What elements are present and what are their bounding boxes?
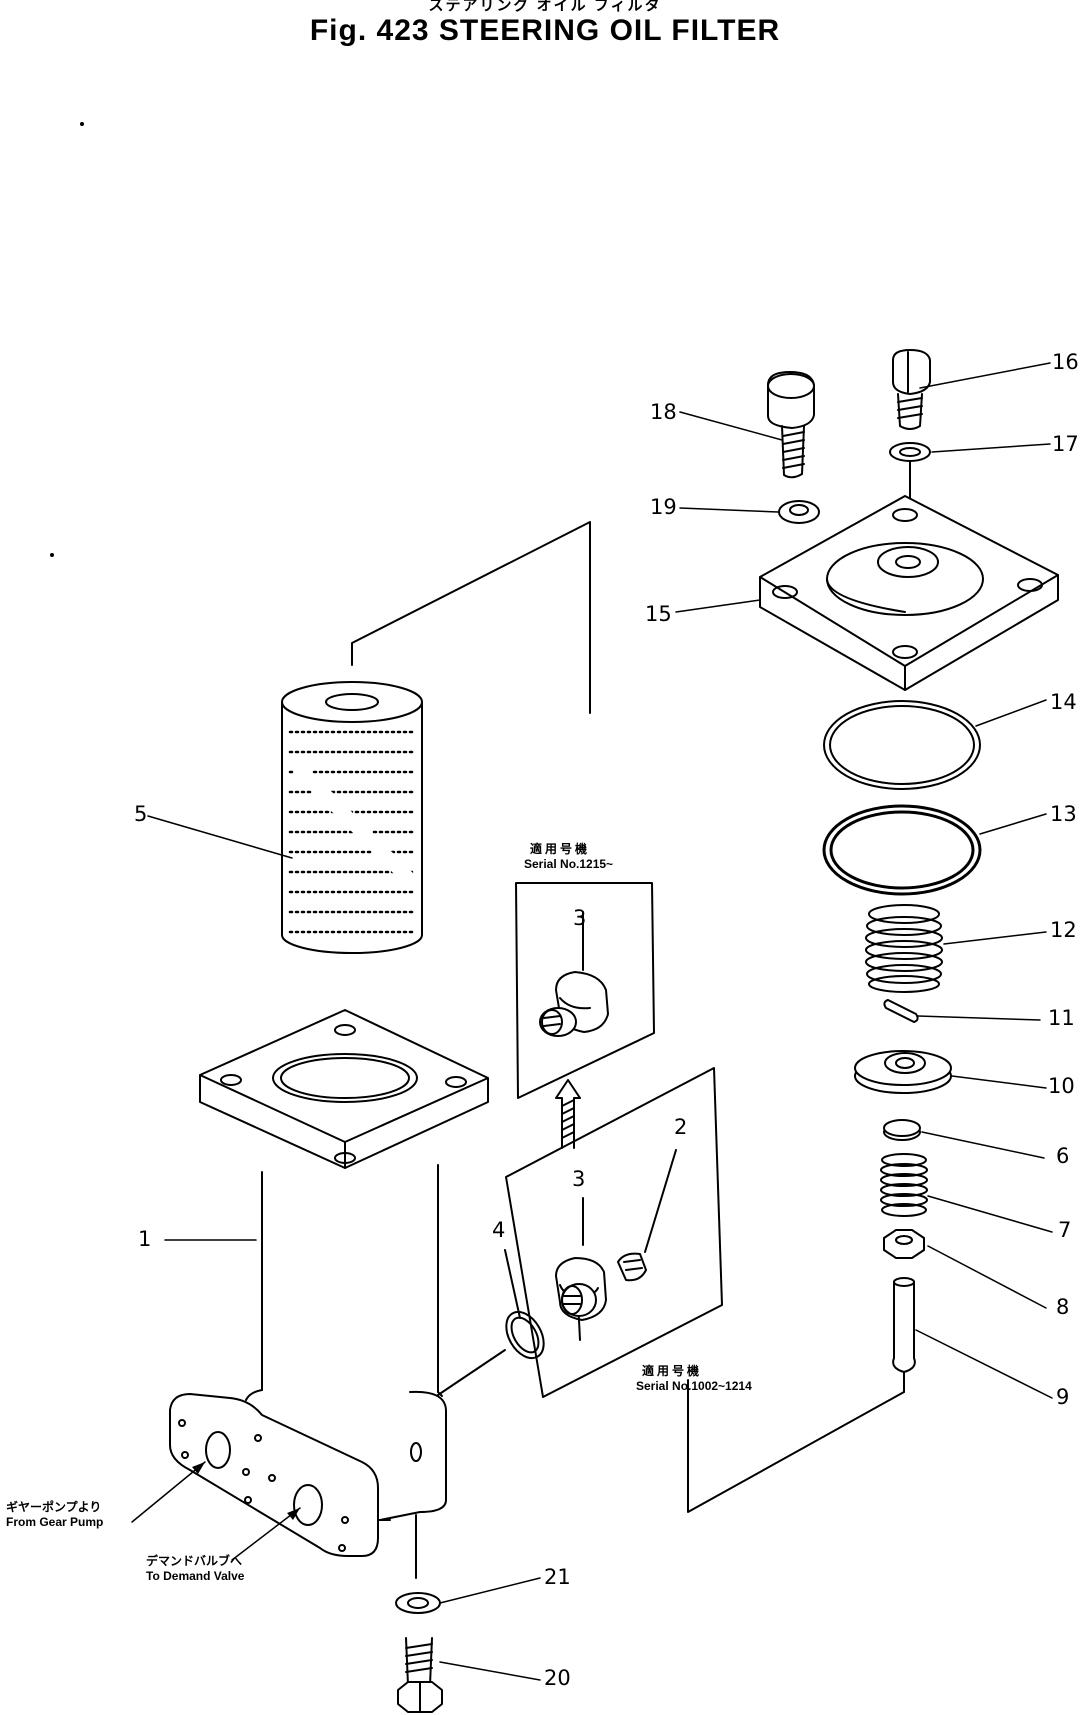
callout-10: 10 [1048,1074,1075,1098]
washer-21 [396,1593,440,1613]
callout-8: 8 [1056,1295,1070,1319]
note-from-pump-text: From Gear Pump [6,1515,104,1529]
callout-11: 11 [1048,1006,1075,1030]
callout-12: 12 [1050,918,1077,942]
callout-20: 20 [544,1666,571,1690]
callout-1: 1 [138,1227,152,1251]
serial-note-old-jp: 適用号機 [642,1364,703,1378]
callout-21: 21 [544,1565,571,1589]
callout-5: 5 [134,802,148,826]
port-detail-box [499,1068,722,1397]
callout-9: 9 [1056,1385,1070,1409]
speck [51,554,53,556]
speck [81,123,83,125]
serial-note-new-jp: 適用号機 [530,842,591,856]
callout-16: 16 [1052,350,1079,374]
note-to-valve: デマンドバルブへ To Demand Valve [146,1554,244,1584]
serial-note-old: 適用号機 Serial No.1002~1214 [636,1364,752,1394]
callout-7: 7 [1058,1218,1072,1242]
callout-17: 17 [1052,432,1079,456]
callout-19: 19 [650,495,677,519]
valve-seat-10 [855,1051,951,1093]
spring-12 [866,905,942,992]
arrowhead [287,1508,300,1520]
cover-assembly [760,350,1058,690]
callout-14: 14 [1050,690,1077,714]
arrowhead [192,1462,205,1474]
callout-4: 4 [492,1218,506,1242]
callout-15: 15 [645,602,672,626]
callout-6: 6 [1056,1144,1070,1168]
serial-note-old-text: Serial No.1002~1214 [636,1379,752,1393]
figure-title: Fig. 423 STEERING OIL FILTER [309,14,781,47]
pin-11 [884,1000,917,1022]
port-detail-box-new [516,883,654,1148]
filter-case [170,1010,505,1556]
callout-13: 13 [1050,802,1077,826]
bolt-20 [398,1638,442,1712]
callout-3-new: 3 [573,906,587,930]
note-to-valve-text: To Demand Valve [146,1569,245,1583]
figure-title-jp: ステアリング オイル フィルタ [428,0,662,14]
pin-9 [893,1278,915,1392]
callout-3: 3 [572,1167,586,1191]
note-from-pump-jp: ギヤーポンプより [6,1500,102,1514]
callout-leaders [132,363,1052,1680]
serial-note-new: 適用号機 Serial No.1215~ [524,842,613,872]
ring-14 [824,701,980,789]
note-to-valve-jp: デマンドバルブへ [146,1554,243,1568]
callout-18: 18 [650,400,677,424]
serial-note-new-text: Serial No.1215~ [524,857,614,871]
spring-7 [881,1154,927,1216]
note-from-pump: ギヤーポンプより From Gear Pump [6,1500,103,1530]
filter-element [282,522,590,953]
callout-2: 2 [674,1115,688,1139]
ring-13 [824,806,980,894]
element-bracket-line [352,522,590,713]
serial-bracket-line [688,1380,904,1512]
